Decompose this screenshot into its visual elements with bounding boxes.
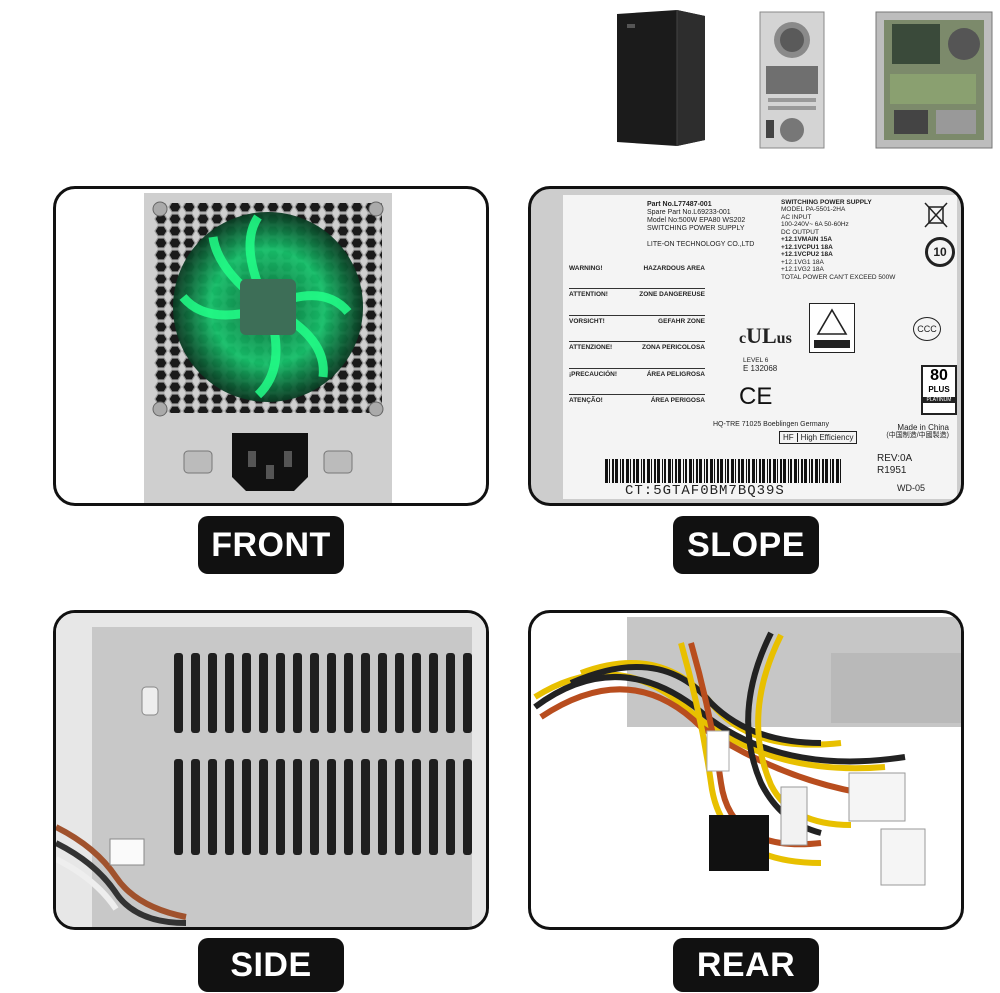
supply-type: SWITCHING POWER SUPPLY <box>647 225 745 233</box>
made-in-china-cn: (中国制造/中國製造) <box>886 432 949 440</box>
tower-back-thumbnail <box>758 10 826 150</box>
recycle-bin-icon <box>924 202 948 228</box>
spec-model: MODEL PA-5501-2HA <box>781 206 846 214</box>
made-in-china: Made in China <box>897 423 949 432</box>
label-sticker: Part No.L77487-001 Spare Part No.L69233-… <box>563 195 957 499</box>
barcode-icon <box>605 459 841 483</box>
rev-code: REV:0A <box>877 453 913 464</box>
rail-3: +12.1VCPU2 18A <box>781 251 833 259</box>
attenzione-area: ZONA PERICOLOSA <box>642 344 705 352</box>
vorsicht-title: VORSICHT! <box>569 317 605 325</box>
tower-front-icon <box>617 10 705 146</box>
rail-1: +12.1VMAIN 15A <box>781 236 833 244</box>
tower-open-thumbnail <box>874 10 994 150</box>
spec-block: SWITCHING POWER SUPPLY MODEL PA-5501-2HA… <box>781 199 911 281</box>
attention-title: ATTENTION! <box>569 291 608 299</box>
front-view-panel <box>53 186 489 506</box>
ac-input-label: AC INPUT <box>781 213 812 221</box>
slope-view-panel: Part No.L77487-001 Spare Part No.L69233-… <box>528 186 964 506</box>
r-code: R1951 <box>877 464 907 476</box>
tower-open-icon <box>875 11 993 149</box>
spec-title: SWITCHING POWER SUPPLY <box>781 199 872 206</box>
hq-address: HQ-TRE 71025 Boeblingen Germany <box>713 421 829 428</box>
front-psu-image <box>144 193 392 503</box>
rear-view-panel <box>528 610 964 930</box>
warning-block: WARNING! HAZARDOUS AREA ATTENTION! ZONE DA… <box>569 265 705 419</box>
e-number: E 132068 <box>743 364 778 374</box>
wd-code: WD-05 <box>897 483 926 493</box>
80-plus-badge: 80 PLUS PLATINUM <box>921 365 957 415</box>
level-text: LEVEL 6 <box>743 357 769 364</box>
attention-area: ZONE DANGEREUSE <box>639 291 705 299</box>
tuv-mark-icon <box>809 303 855 353</box>
part-number: Part No.L77487-001 <box>647 201 712 208</box>
tower-back-icon <box>759 11 825 149</box>
model-number: Model No:500W EPA80 WS202 <box>647 217 746 225</box>
maker-name: LITE-ON TECHNOLOGY CO.,LTD <box>647 241 755 249</box>
80-plus-word: PLUS <box>928 385 950 394</box>
rail-5: +12.1VG2 18A <box>781 266 824 274</box>
precaucion-title: ¡PRECAUCIÓN! <box>569 370 618 378</box>
precaucion-area: ÁREA PELIGROSA <box>646 370 705 378</box>
spare-part-number: Spare Part No.L69233-001 <box>647 209 731 217</box>
80-plus-number: 80 <box>930 367 948 384</box>
ul-mark-icon: cULus <box>739 323 792 348</box>
rail-4: +12.1VG1 18A <box>781 258 824 266</box>
high-efficiency-text: High Efficiency <box>800 433 854 442</box>
power-socket-icon <box>232 433 308 491</box>
dc-output-label: DC OUTPUT <box>781 228 819 236</box>
tower-front-thumbnail <box>607 6 715 148</box>
ct-code: CT:5GTAF0BM7BQ39S <box>625 483 785 499</box>
side-label: SIDE <box>198 938 344 992</box>
front-label: FRONT <box>198 516 344 574</box>
ten-year-icon: 10 <box>925 237 955 267</box>
ccc-mark-icon: CCC <box>913 317 941 341</box>
side-view-panel <box>53 610 489 930</box>
side-psu-image <box>56 613 486 927</box>
attenzione-title: ATTENZIONE! <box>569 344 613 352</box>
rear-label: REAR <box>673 938 819 992</box>
cable-bundle-icon <box>533 617 961 886</box>
warning-title: WARNING! <box>569 265 603 272</box>
warning-area: HAZARDOUS AREA <box>643 265 705 272</box>
80-plus-platinum: PLATINUM <box>923 397 955 403</box>
rail-2: +12.1VCPU1 18A <box>781 243 833 251</box>
vorsicht-area: GEFAHR ZONE <box>658 317 705 325</box>
ac-input-value: 100-240V~ 6A 50-60Hz <box>781 221 849 229</box>
ce-mark-icon: CE <box>739 383 773 410</box>
total-power: TOTAL POWER CAN'T EXCEED 500W <box>781 273 896 281</box>
atencao-area: ÁREA PERIGOSA <box>650 397 705 405</box>
atencao-title: ATENÇÃO! <box>569 397 603 405</box>
slope-label: SLOPE <box>673 516 819 574</box>
